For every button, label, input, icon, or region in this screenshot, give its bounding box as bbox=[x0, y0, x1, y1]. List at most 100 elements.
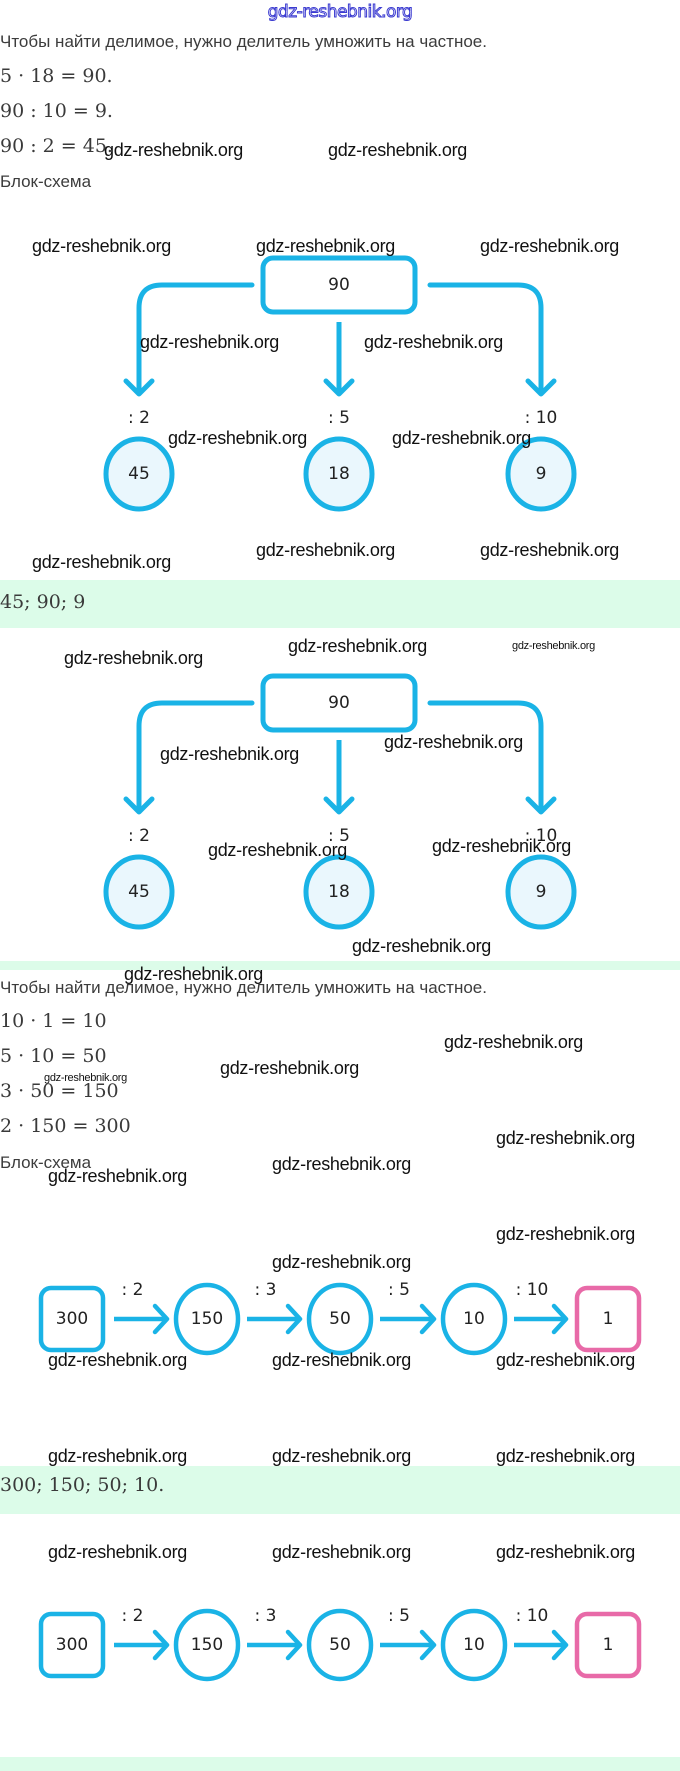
chain-circle bbox=[306, 1282, 374, 1356]
chain-circle bbox=[173, 1608, 241, 1682]
watermark-text: gdz-reshebnik.org bbox=[256, 540, 395, 560]
operation-label: : 2 bbox=[122, 1280, 144, 1300]
watermark-text: gdz-reshebnik.org bbox=[140, 332, 279, 352]
watermark-text: gdz-reshebnik.org bbox=[384, 732, 523, 752]
watermark-text: gdz-reshebnik.org bbox=[288, 636, 427, 656]
operation-label: : 5 bbox=[388, 1606, 410, 1626]
equation: 90 : 10 = 9. bbox=[0, 100, 113, 122]
watermark-text: gdz-reshebnik.org bbox=[208, 840, 347, 860]
result-value: 9 bbox=[536, 882, 547, 902]
arrowhead-icon bbox=[152, 1629, 170, 1661]
arrowhead-icon bbox=[525, 378, 557, 397]
watermark-text: gdz-reshebnik.org bbox=[480, 540, 619, 560]
arrowhead-icon bbox=[123, 378, 155, 397]
chain-value: 1 bbox=[603, 1309, 614, 1329]
equation: 2 · 150 = 300 bbox=[0, 1115, 131, 1137]
chain-value: 300 bbox=[56, 1309, 88, 1329]
arrowhead-icon bbox=[123, 796, 155, 815]
chain-box bbox=[574, 1611, 642, 1679]
equation: 5 · 10 = 50 bbox=[0, 1045, 107, 1067]
result-value: 18 bbox=[328, 464, 350, 484]
root-box bbox=[260, 255, 418, 315]
equation: 90 : 2 = 45. bbox=[0, 135, 113, 157]
watermark-text: gdz-reshebnik.org bbox=[496, 1128, 635, 1148]
equation: 3 · 50 = 150 bbox=[0, 1080, 119, 1102]
watermark-text: gdz-reshebnik.org bbox=[48, 1446, 187, 1466]
arrowhead-icon bbox=[525, 796, 557, 815]
arrowhead-icon bbox=[419, 1629, 437, 1661]
arrowhead-icon bbox=[323, 796, 355, 815]
watermark-text: gdz-reshebnik.org bbox=[48, 1166, 187, 1186]
watermark-text: gdz-reshebnik.org bbox=[496, 1350, 635, 1370]
operation-label: : 5 bbox=[328, 826, 350, 846]
chain-circle bbox=[440, 1608, 508, 1682]
equation: 5 · 18 = 90. bbox=[0, 65, 113, 87]
connector-arrow bbox=[136, 282, 255, 396]
arrowhead-icon bbox=[285, 1629, 303, 1661]
result-circle bbox=[303, 854, 375, 930]
operation-label: : 10 bbox=[516, 1606, 549, 1626]
operation-label: : 10 bbox=[525, 408, 558, 428]
result-value: 45 bbox=[128, 882, 150, 902]
operation-label: : 3 bbox=[255, 1280, 277, 1300]
watermark-text: gdz-reshebnik.org bbox=[44, 1072, 127, 1084]
result-circle bbox=[303, 436, 375, 512]
watermark-text: gdz-reshebnik.org bbox=[272, 1252, 411, 1272]
result-circle bbox=[103, 436, 175, 512]
watermark-text: gdz-reshebnik.org bbox=[352, 936, 491, 956]
root-value: 90 bbox=[328, 693, 350, 713]
result-value: 18 bbox=[328, 882, 350, 902]
operation-label: : 5 bbox=[328, 408, 350, 428]
rule-text: Чтобы найти делимое, нужно делитель умно… bbox=[0, 978, 487, 997]
rule-text: Чтобы найти делимое, нужно делитель умно… bbox=[0, 32, 487, 51]
chain-value: 300 bbox=[56, 1635, 88, 1655]
chain-value: 150 bbox=[191, 1309, 223, 1329]
watermark-text: gdz-reshebnik.org bbox=[432, 836, 571, 856]
watermark-text: gdz-reshebnik.org bbox=[160, 744, 299, 764]
watermark-text: gdz-reshebnik.org bbox=[496, 1542, 635, 1562]
watermark-text: gdz-reshebnik.org bbox=[444, 1032, 583, 1052]
chain-box bbox=[574, 1285, 642, 1353]
arrowhead-icon bbox=[323, 378, 355, 397]
answer-text: 45; 90; 9 bbox=[0, 591, 86, 613]
chain-value: 1 bbox=[603, 1635, 614, 1655]
tree-diagram: 90: 245: 518: 109 bbox=[103, 255, 577, 512]
watermark-text: gdz-reshebnik.org bbox=[48, 1350, 187, 1370]
result-value: 45 bbox=[128, 464, 150, 484]
watermark-text: gdz-reshebnik.org bbox=[496, 1224, 635, 1244]
result-circle bbox=[505, 854, 577, 930]
answer-text: 300; 150; 50; 10. bbox=[0, 1474, 165, 1496]
arrowhead-icon bbox=[419, 1303, 437, 1335]
watermark-text: gdz-reshebnik.org bbox=[392, 428, 531, 448]
watermark-text: gdz-reshebnik.org bbox=[104, 140, 243, 160]
watermark-text: gdz-reshebnik.org bbox=[512, 640, 595, 652]
watermark-text: gdz-reshebnik.org bbox=[364, 332, 503, 352]
operation-label: : 10 bbox=[525, 826, 558, 846]
watermark-text: gdz-reshebnik.org bbox=[272, 1446, 411, 1466]
watermark-text: gdz-reshebnik.org bbox=[272, 1350, 411, 1370]
chain-value: 50 bbox=[329, 1309, 351, 1329]
arrowhead-icon bbox=[285, 1303, 303, 1335]
equation: 10 · 1 = 10 bbox=[0, 1010, 107, 1032]
chain-circle bbox=[440, 1282, 508, 1356]
watermark-text: gdz-reshebnik.org bbox=[32, 552, 171, 572]
result-value: 9 bbox=[536, 464, 547, 484]
connector-arrow bbox=[427, 700, 544, 814]
root-value: 90 bbox=[328, 275, 350, 295]
result-circle bbox=[103, 854, 175, 930]
connector-arrow bbox=[136, 700, 255, 814]
watermark-text: gdz-reshebnik.org bbox=[256, 236, 395, 256]
tree-diagram: 90: 245: 518: 109 bbox=[103, 673, 577, 930]
watermark-text: gdz-reshebnik.org bbox=[64, 648, 203, 668]
answer-band bbox=[0, 1757, 680, 1771]
arrowhead-icon bbox=[551, 1629, 569, 1661]
watermark-text: gdz-reshebnik.org bbox=[480, 236, 619, 256]
answer-band: 45; 90; 9 bbox=[0, 580, 680, 628]
arrowhead-icon bbox=[152, 1303, 170, 1335]
chain-value: 50 bbox=[329, 1635, 351, 1655]
operation-label: : 3 bbox=[255, 1606, 277, 1626]
chain-value: 10 bbox=[463, 1309, 485, 1329]
watermark-text: gdz-reshebnik.org bbox=[124, 964, 263, 984]
